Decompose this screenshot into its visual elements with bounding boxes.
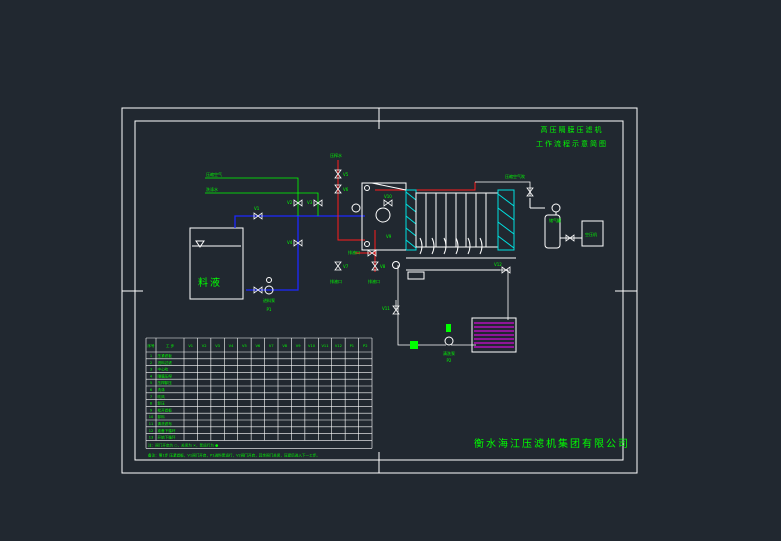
table-row-step: 压榨卸压 <box>158 380 173 385</box>
table-header-cell: P1 <box>350 344 354 348</box>
valve-label-v5: V5 <box>343 172 349 177</box>
feed-pump <box>264 285 274 295</box>
drain-valve-marker <box>410 341 418 349</box>
table-row-number: 8 <box>150 402 153 406</box>
table-row-number: 13 <box>149 436 154 440</box>
table-row-number: 10 <box>149 415 154 419</box>
wash-tank <box>471 317 517 353</box>
table-header-cell: V11 <box>321 344 328 348</box>
table-row-step: 进料过滤 <box>158 360 173 365</box>
tank-label: 料液 <box>198 276 222 289</box>
filter-press <box>361 182 516 271</box>
feed-tank <box>189 227 244 300</box>
table-row-step: 松开滤板 <box>158 407 173 412</box>
table-header-cell: V12 <box>335 344 342 348</box>
table-row-step: 吹风 <box>158 394 166 399</box>
feed-pump-label: 进料泵 <box>263 297 275 303</box>
table-row-step: 开始下循环 <box>158 435 176 440</box>
label-drain-2: 排液口 <box>330 278 342 284</box>
air-tank-label: 储气罐 <box>549 217 561 223</box>
label-compressed-air: 压缩空气 <box>206 171 222 177</box>
table-row-step: 压紧滤板 <box>158 353 173 358</box>
label-drain-1: 排液口 <box>348 249 360 255</box>
table-row-step: 中心吹 <box>158 367 169 372</box>
table-header-cell: V4 <box>229 344 234 348</box>
wash-pump <box>444 336 454 346</box>
table-header-cell: V9 <box>296 344 301 348</box>
title-line1: 高压隔膜压滤机 <box>541 125 604 134</box>
table-header-cell: V8 <box>282 344 287 348</box>
table-row-number: 7 <box>150 395 152 399</box>
valve-label-v4: V4 <box>287 240 293 245</box>
table-row-step: 洗涤 <box>158 387 166 392</box>
flow-meter <box>407 271 425 280</box>
wash-air-lines <box>205 177 319 216</box>
feed-pump-gauge <box>266 277 272 283</box>
label-squeeze-water: 压榨水 <box>330 152 342 158</box>
table-header-cell: V6 <box>255 344 260 348</box>
label-wash-water: 洗涤水 <box>206 186 218 192</box>
table-legend: 注：阀门开启为 ○，关闭为 ×，泵运行为 ● <box>148 442 218 447</box>
table-row-number: 1 <box>150 354 152 358</box>
table-header-cell: P2 <box>363 344 367 348</box>
valve-label-v11: V11 <box>382 306 390 311</box>
label-drain-3: 排液口 <box>368 278 380 284</box>
table-row-number: 2 <box>150 361 152 365</box>
table-row-step: 隔膜压榨 <box>158 373 173 378</box>
pressure-gauge-2 <box>392 261 400 269</box>
table-header-cell: V2 <box>202 344 207 348</box>
table-row-step: 卸料 <box>158 414 166 419</box>
company-name: 衡水海江压滤机集团有限公司 <box>474 437 630 450</box>
label-air-blow: 压缩空气吹 <box>505 173 525 179</box>
table-row-number: 11 <box>149 422 154 426</box>
valve-label-v8: V8 <box>380 264 386 269</box>
valve-label-v10: V10 <box>384 194 392 199</box>
compressor-label: 空压机 <box>585 231 597 237</box>
table-row-number: 9 <box>150 408 153 412</box>
table-row-number: 4 <box>150 374 153 378</box>
table-row-step: 清洗滤布 <box>158 421 173 426</box>
air-blow-line <box>475 181 531 196</box>
feed-line <box>234 215 365 291</box>
table-row-number: 6 <box>150 388 153 392</box>
process-table: 序号 工 步 V1 V2 V3 V4 V5 V6 V7 V8 V9 V10 V11 V12 P1 P2 1 压紧滤… <box>145 337 373 457</box>
air-tank <box>544 203 561 249</box>
table-header-cell: V5 <box>242 344 247 348</box>
table-row-number: 12 <box>149 429 154 433</box>
title-line2: 工作流程示意简图 <box>536 139 608 148</box>
valve-symbols <box>253 169 575 315</box>
table-header-cell: V1 <box>188 344 193 348</box>
valve-label-v6: V6 <box>343 187 349 192</box>
valve-label-v3: V3 <box>307 200 313 205</box>
table-row-number: 5 <box>150 381 152 385</box>
valve-label-v7: V7 <box>343 264 349 269</box>
table-row-step: 准备下循环 <box>158 428 176 433</box>
wash-pump-label: 清洗泵 <box>443 350 455 356</box>
table-header-cell: 工 步 <box>166 343 175 348</box>
valve-label-v9: V9 <box>386 234 392 239</box>
compressor <box>581 220 604 247</box>
valve-label-v1: V1 <box>254 206 260 211</box>
table-header-cell: V3 <box>215 344 220 348</box>
pressure-gauge-1 <box>351 203 361 213</box>
table-note: 备注：第1步 压紧滤板，V1阀门开启，P1进料泵运行，V2阀门开启，其余阀门关闭… <box>148 452 320 457</box>
table-row-number: 3 <box>150 368 152 372</box>
table-row-step: 卸压 <box>158 401 166 406</box>
table-header-cell: V7 <box>269 344 274 348</box>
table-header-cell: 序号 <box>147 343 155 348</box>
table-header-cell: V10 <box>308 344 316 348</box>
valve-labels: V1 V2 V3 V4 V5 V6 V7 V8 V9 V10 V11 V12 <box>254 172 502 311</box>
wash-return-line <box>395 265 509 346</box>
feed-pump-code: P1 <box>267 307 272 312</box>
wash-pump-marker <box>446 324 451 332</box>
wash-pump-code: P2 <box>447 358 452 363</box>
valve-label-v2: V2 <box>287 200 293 205</box>
outer-frame <box>121 107 638 474</box>
valve-label-v12: V12 <box>494 262 502 267</box>
